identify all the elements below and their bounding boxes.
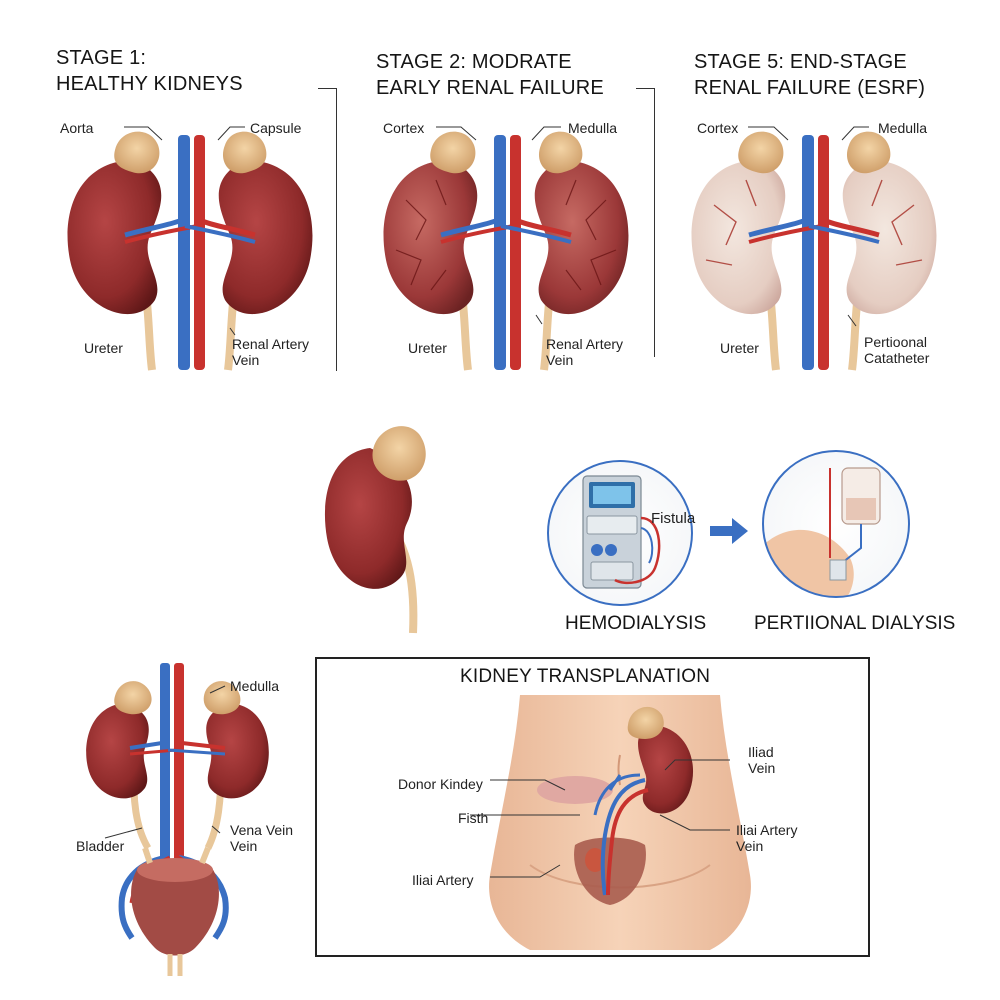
- stage1-kidney-diagram: [67, 126, 313, 371]
- stage1-title-line1: STAGE 1:: [56, 47, 147, 69]
- transplant-label-fisth: Fisth: [458, 810, 489, 826]
- urinary-system-diagram: [86, 663, 269, 976]
- urinary-label-bladder: Bladder: [76, 838, 125, 854]
- stage1-title-line2: HEALTHY KIDNEYS: [56, 73, 243, 95]
- stage1-label-capsule: Capsule: [250, 120, 302, 136]
- stage1-divider: [318, 88, 337, 371]
- stage5-label-cortex: Cortex: [697, 120, 739, 136]
- stage1-label-ureter: Ureter: [84, 340, 123, 356]
- stage2-label-vein: Vein: [546, 352, 574, 368]
- urinary-label-vein: Vein: [230, 838, 258, 854]
- stage5-title-line1: STAGE 5: END-STAGE: [694, 51, 907, 73]
- single-kidney-illustration: [324, 426, 426, 634]
- peritoneal-dialysis-circle: [762, 450, 910, 598]
- stage5-label-catheter: Catatheter: [864, 350, 930, 366]
- stage2-label-ureter: Ureter: [408, 340, 447, 356]
- stage5-label-medulla: Medulla: [878, 120, 928, 136]
- stage2-kidney-diagram: [383, 126, 629, 371]
- transplant-label-iliai-artery-right: Iliai Artery: [736, 822, 798, 838]
- stage2-divider: [636, 88, 655, 357]
- peritoneal-dialysis-caption: PERTIIONAL DIALYSIS: [754, 613, 956, 634]
- transplant-label-iliad-vein: Vein: [748, 760, 776, 776]
- stage2-label-medulla: Medulla: [568, 120, 618, 136]
- transplant-label-donor: Donor Kindey: [398, 776, 483, 792]
- stage1-label-vein: Vein: [232, 352, 260, 368]
- fistula-label: Fistula: [651, 510, 696, 527]
- urinary-label-vena-vein: Vena Vein: [230, 822, 294, 838]
- stage2-title-line2: EARLY RENAL FAILURE: [376, 77, 604, 99]
- transplant-label-iliai-artery-left: Iliai Artery: [412, 872, 474, 888]
- transplant-label-iliai-vein-right: Vein: [736, 838, 764, 854]
- stage5-title-line2: RENAL FAILURE (ESRF): [694, 77, 926, 99]
- urinary-label-medulla: Medulla: [230, 678, 280, 694]
- transplant-torso-diagram: [470, 695, 751, 950]
- stage2-label-renal-artery: Renal Artery: [546, 336, 624, 352]
- stage2-label-cortex: Cortex: [383, 120, 425, 136]
- hemodialysis-circle: [547, 460, 693, 606]
- stage5-label-ureter: Ureter: [720, 340, 759, 356]
- stage5-label-peritoneal: Pertioonal: [864, 334, 928, 350]
- stage1-label-renal-artery: Renal Artery: [232, 336, 310, 352]
- transplant-label-iliad: Iliad: [748, 744, 774, 760]
- hemodialysis-caption: HEMODIALYSIS: [565, 613, 707, 634]
- arrow-icon: [710, 518, 748, 544]
- stage5-kidney-diagram: [691, 126, 937, 371]
- stage1-label-aorta: Aorta: [60, 120, 94, 136]
- transplant-title: KIDNEY TRANSPLANATION: [460, 666, 711, 687]
- stage2-title-line1: STAGE 2: MODRATE: [376, 51, 572, 73]
